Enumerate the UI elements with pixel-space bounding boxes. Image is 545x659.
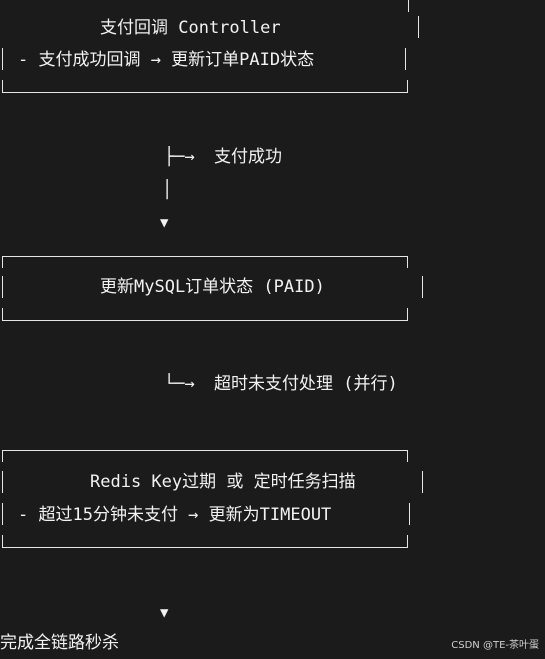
box2-top-left-corner xyxy=(2,256,3,268)
box2-bottom-edge xyxy=(2,320,408,321)
final-label: 完成全链路秒杀 xyxy=(0,633,119,653)
box1-bottom-edge xyxy=(2,92,408,93)
box1-bottom-right-corner xyxy=(407,80,408,92)
box1-left-edge xyxy=(2,48,3,70)
box1-title: 支付回调 Controller xyxy=(100,18,281,38)
box3-bottom-edge xyxy=(2,547,408,548)
box3-top-right-corner xyxy=(407,450,408,462)
box2-left-edge xyxy=(2,276,3,298)
box1-detail: - 支付成功回调 → 更新订单PAID状态 xyxy=(18,50,315,70)
box2-right-edge xyxy=(422,276,423,298)
box2-top-right-corner xyxy=(407,256,408,268)
success-label: 支付成功 xyxy=(214,147,282,167)
box2-bottom-right-corner xyxy=(407,308,408,320)
box3-right-edge-2 xyxy=(409,503,410,525)
box3-top-edge xyxy=(2,450,408,451)
box3-right-edge xyxy=(422,471,423,493)
box3-bottom-left-corner xyxy=(2,535,3,547)
success-pipe: │ xyxy=(162,180,173,200)
box3-left-edge xyxy=(2,471,3,493)
box1-right-edge-top xyxy=(408,0,409,12)
box2-top-edge xyxy=(2,256,408,257)
timeout-corner-arrow: └─→ xyxy=(164,374,195,394)
box3-left-edge-2 xyxy=(2,503,3,525)
box1-bottom-left-corner xyxy=(2,80,3,92)
box3-detail: - 超过15分钟未支付 → 更新为TIMEOUT xyxy=(18,505,332,525)
box3-title: Redis Key过期 或 定时任务扫描 xyxy=(90,472,356,492)
box2-bottom-left-corner xyxy=(2,308,3,320)
box3-top-left-corner xyxy=(2,450,3,462)
box3-bottom-right-corner xyxy=(407,535,408,547)
box2-title: 更新MySQL订单状态 (PAID) xyxy=(100,277,325,297)
watermark: CSDN @TE-茶叶蛋 xyxy=(451,640,539,651)
timeout-label: 超时未支付处理 (并行) xyxy=(214,374,398,394)
final-down-arrow: ▼ xyxy=(160,605,169,621)
box1-right-edge xyxy=(418,16,419,38)
success-tee-arrow: ├─→ xyxy=(164,147,195,167)
box1-right-edge-2 xyxy=(405,48,406,70)
success-down-arrow: ▼ xyxy=(160,215,169,231)
